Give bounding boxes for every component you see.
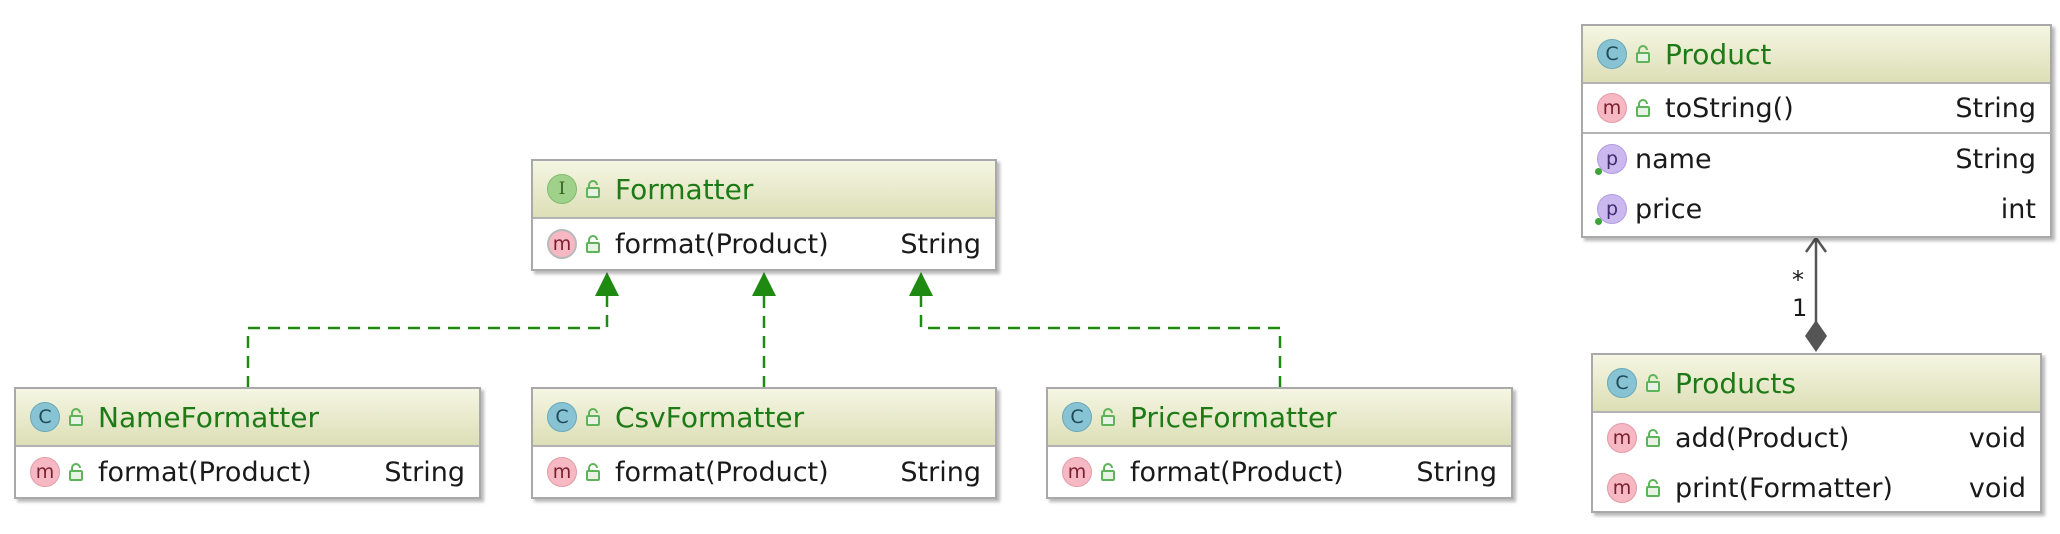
- public-lock-icon: [586, 180, 600, 198]
- member-row: m add(Product) void: [1593, 413, 2040, 463]
- class-name: Products: [1675, 366, 1796, 400]
- member-name: format(Product): [98, 456, 312, 488]
- class-header: I Formatter: [533, 161, 995, 219]
- composition-diamond: [1805, 320, 1827, 352]
- class-icon: C: [547, 402, 577, 432]
- public-lock-icon: [1646, 479, 1660, 497]
- class-header: C CsvFormatter: [533, 389, 995, 447]
- class-icon: C: [1062, 402, 1092, 432]
- realization-arrowhead: [909, 272, 933, 296]
- class-header: C PriceFormatter: [1048, 389, 1511, 447]
- public-lock-icon: [586, 235, 600, 253]
- composition-products-product: [1804, 235, 1828, 352]
- member-type: String: [1416, 456, 1497, 488]
- member-type: String: [384, 456, 465, 488]
- property-icon: p: [1595, 144, 1627, 175]
- public-lock-icon: [586, 463, 600, 481]
- method-icon: m: [1062, 457, 1092, 487]
- class-name: NameFormatter: [98, 400, 319, 434]
- class-formatter[interactable]: I Formatter m format(Product) String: [531, 159, 997, 271]
- public-lock-icon: [1646, 429, 1660, 447]
- member-name: print(Formatter): [1675, 472, 1893, 504]
- realization-arrowhead: [752, 272, 776, 296]
- interface-icon: I: [547, 174, 577, 204]
- public-lock-icon: [1646, 374, 1660, 392]
- member-type: String: [1955, 143, 2036, 175]
- class-header: C Product: [1583, 26, 2050, 84]
- public-lock-icon: [1636, 99, 1650, 117]
- realization-priceformatter: [909, 272, 1282, 388]
- class-name: Formatter: [615, 172, 754, 206]
- class-header: C Products: [1593, 355, 2040, 413]
- open-arrowhead: [1804, 235, 1828, 253]
- realization-csvformatter: [752, 272, 776, 388]
- member-row: p name String: [1583, 134, 2050, 184]
- class-nameformatter[interactable]: C NameFormatter m format(Product) String: [14, 387, 481, 499]
- member-row: m format(Product) String: [16, 447, 479, 497]
- method-icon: m: [1607, 473, 1637, 503]
- class-priceformatter[interactable]: C PriceFormatter m format(Product) Strin…: [1046, 387, 1513, 499]
- method-icon: m: [547, 457, 577, 487]
- member-name: format(Product): [615, 456, 829, 488]
- method-icon: m: [1597, 93, 1627, 123]
- member-row: m print(Formatter) void: [1593, 463, 2040, 513]
- class-icon: C: [1597, 39, 1627, 69]
- member-type: String: [900, 228, 981, 260]
- class-name: PriceFormatter: [1130, 400, 1337, 434]
- member-type: String: [1955, 92, 2036, 124]
- class-products[interactable]: C Products m add(Product) void m print(F…: [1591, 353, 2042, 513]
- class-name: CsvFormatter: [615, 400, 805, 434]
- method-icon: m: [1607, 423, 1637, 453]
- member-row: m format(Product) String: [1048, 447, 1511, 497]
- property-icon: p: [1595, 194, 1627, 225]
- member-type: String: [900, 456, 981, 488]
- class-csvformatter[interactable]: C CsvFormatter m format(Product) String: [531, 387, 997, 499]
- member-name: toString(): [1665, 92, 1794, 124]
- member-row: m toString() String: [1583, 84, 2050, 134]
- member-name: add(Product): [1675, 422, 1850, 454]
- member-name: price: [1635, 193, 1703, 225]
- member-row: p price int: [1583, 184, 2050, 234]
- member-row: m format(Product) String: [533, 219, 995, 269]
- class-name: Product: [1665, 37, 1772, 71]
- public-lock-icon: [1636, 45, 1650, 63]
- multiplicity-source: 1: [1792, 294, 1808, 322]
- class-product[interactable]: C Product m toString() String p name Str…: [1581, 24, 2052, 238]
- multiplicity-target: *: [1792, 266, 1804, 294]
- member-name: format(Product): [1130, 456, 1344, 488]
- class-header: C NameFormatter: [16, 389, 479, 447]
- member-type: void: [1968, 422, 2026, 454]
- public-lock-icon: [69, 463, 83, 481]
- realization-arrowhead: [595, 272, 619, 296]
- member-name: name: [1635, 143, 1712, 175]
- member-type: int: [2000, 193, 2036, 225]
- realization-nameformatter: [246, 272, 619, 388]
- public-lock-icon: [1101, 463, 1115, 481]
- member-row: m format(Product) String: [533, 447, 995, 497]
- member-type: void: [1968, 472, 2026, 504]
- member-name: format(Product): [615, 228, 829, 260]
- class-icon: C: [1607, 368, 1637, 398]
- method-icon: m: [547, 229, 577, 259]
- class-icon: C: [30, 402, 60, 432]
- public-lock-icon: [69, 408, 83, 426]
- public-lock-icon: [586, 408, 600, 426]
- method-icon: m: [30, 457, 60, 487]
- public-lock-icon: [1101, 408, 1115, 426]
